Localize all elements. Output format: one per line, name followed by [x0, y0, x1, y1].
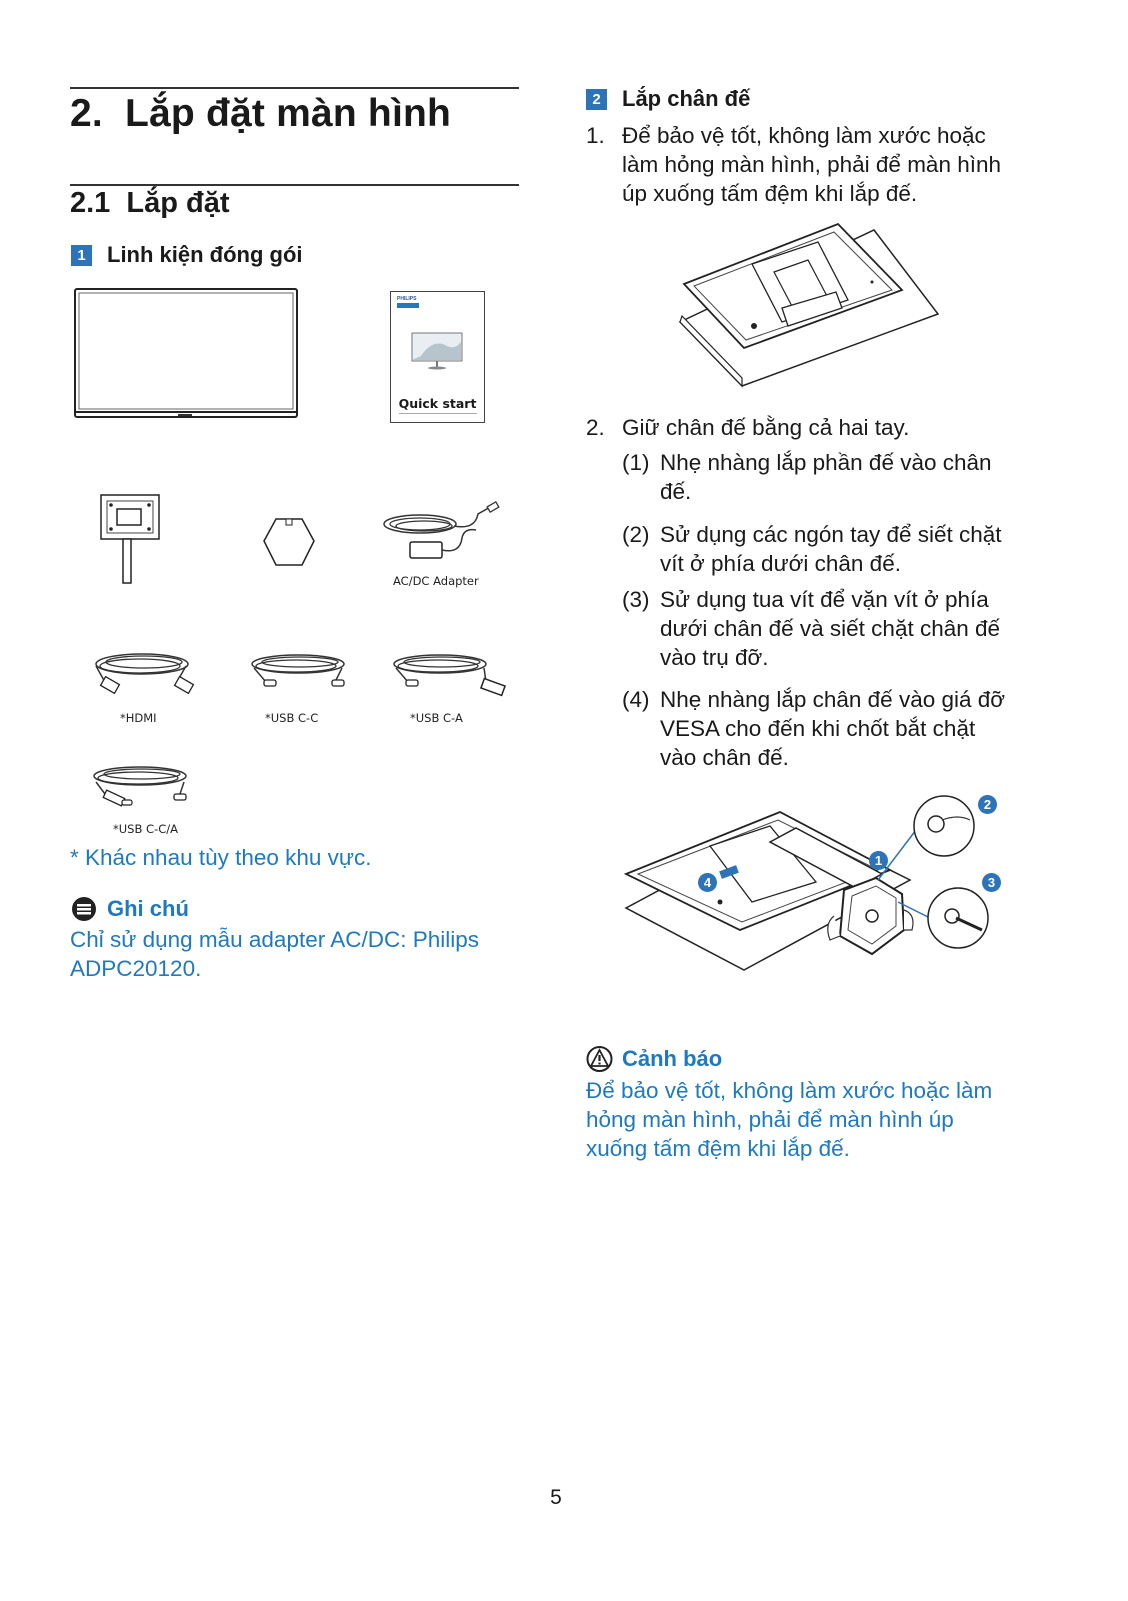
note-title: Ghi chú	[107, 896, 189, 921]
step-1-number: 1.	[586, 123, 605, 148]
stand-title: Lắp chân đế	[622, 86, 751, 111]
warning-line-1: Để bảo vệ tốt, không làm xước hoặc làm	[586, 1078, 993, 1103]
substep-4-line-3: vào chân đế.	[660, 745, 789, 770]
warning-line-3: xuống tấm đệm khi lắp đế.	[586, 1136, 850, 1161]
step-1-line-1: Để bảo vệ tốt, không làm xước hoặc	[622, 123, 986, 148]
chapter-top-rule	[70, 87, 519, 89]
usb-cca-caption: *USB C-C/A	[113, 822, 178, 836]
stand-assembly-illustration	[623, 795, 989, 971]
step-1-line-3: úp xuống tấm đệm khi lắp đế.	[622, 181, 918, 206]
chapter-title: 2. Lắp đặt màn hình	[70, 92, 452, 135]
warning-line-2: hỏng màn hình, phải để màn hình úp	[586, 1107, 954, 1132]
substep-3-line-3: vào trụ đỡ.	[660, 645, 769, 670]
booklet-color-bar	[397, 303, 419, 308]
booklet-footer-line	[399, 413, 477, 414]
badge-1: 1	[71, 245, 92, 266]
monitor-face-down-illustration	[678, 222, 940, 388]
usb-ca-caption: *USB C-A	[410, 711, 463, 725]
note-icon	[72, 897, 96, 921]
note-line-1: Chỉ sử dụng mẫu adapter AC/DC: Philips	[70, 927, 480, 952]
monitor-front-illustration	[74, 288, 298, 418]
region-note: * Khác nhau tùy theo khu vực.	[70, 845, 372, 870]
package-title: Linh kiện đóng gói	[107, 242, 303, 267]
substep-4-line-1: Nhẹ nhàng lắp chân đế vào giá đỡ	[660, 687, 1006, 712]
stand-base-illustration	[263, 518, 315, 566]
section-title: 2.1 Lắp đặt	[70, 187, 230, 219]
usb-cca-cable-illustration	[93, 766, 187, 807]
step-2-text: Giữ chân đế bằng cả hai tay.	[622, 415, 910, 440]
substep-4-line-2: VESA cho đến khi chốt bắt chặt	[660, 716, 976, 741]
substep-2-number: (2)	[622, 522, 650, 547]
substep-2-line-1: Sử dụng các ngón tay để siết chặt	[660, 522, 1002, 547]
substep-1-line-2: đế.	[660, 479, 692, 504]
adapter-illustration	[383, 501, 500, 559]
step-2-number: 2.	[586, 415, 605, 440]
booklet-brand: PHILIPS	[397, 296, 417, 302]
usb-cc-cable-illustration	[251, 654, 345, 687]
substep-2-line-2: vít ở phía dưới chân đế.	[660, 551, 901, 576]
adapter-caption: AC/DC Adapter	[393, 574, 479, 588]
usb-ca-cable-illustration	[393, 654, 507, 697]
warning-icon	[586, 1046, 613, 1072]
substep-1-line-1: Nhẹ nhàng lắp phần đế vào chân	[660, 450, 992, 475]
substep-3-line-1: Sử dụng tua vít để vặn vít ở phía	[660, 587, 989, 612]
substep-3-number: (3)	[622, 587, 650, 612]
substep-4-number: (4)	[622, 687, 650, 712]
page-number: 5	[550, 1486, 562, 1509]
substep-1-number: (1)	[622, 450, 650, 475]
step-1-line-2: làm hỏng màn hình, phải để màn hình	[622, 152, 1002, 177]
callout-1: 1	[869, 851, 888, 870]
quick-start-label: Quick start	[398, 396, 477, 411]
hdmi-caption: *HDMI	[120, 711, 157, 725]
stand-column-illustration	[100, 494, 160, 584]
quick-start-booklet: PHILIPS Quick start	[390, 291, 485, 423]
booklet-monitor-icon	[411, 332, 463, 370]
callout-3: 3	[982, 873, 1001, 892]
badge-2: 2	[586, 89, 607, 110]
warning-title: Cảnh báo	[622, 1046, 723, 1071]
hdmi-cable-illustration	[95, 653, 195, 695]
callout-2: 2	[978, 795, 997, 814]
substep-3-line-2: dưới chân đế và siết chặt chân đế	[660, 616, 1001, 641]
note-line-2: ADPC20120.	[70, 956, 202, 981]
section-top-rule	[70, 184, 519, 186]
callout-4: 4	[698, 873, 717, 892]
usb-cc-caption: *USB C-C	[265, 711, 319, 725]
